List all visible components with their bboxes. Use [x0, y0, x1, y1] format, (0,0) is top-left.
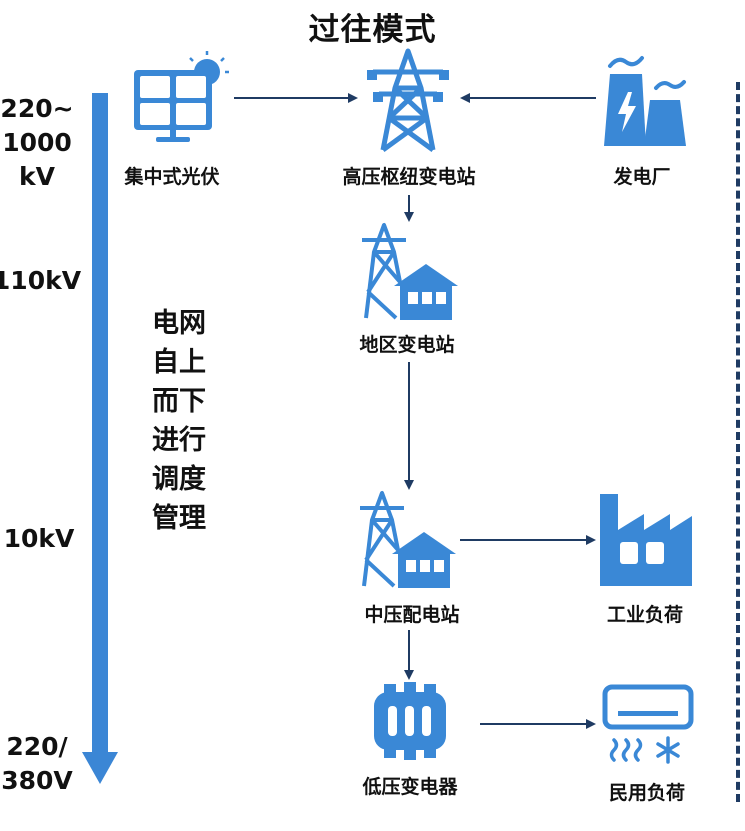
node-label-hub: 高压枢纽变电站	[342, 166, 476, 188]
node-label-regional: 地区变电站	[359, 334, 455, 356]
regional-substation-icon	[362, 223, 458, 320]
dispatch-management-label: 电网 自上 而下 进行 调度 管理	[152, 308, 206, 534]
voltage-scale-arrow	[82, 93, 118, 784]
transmission-tower-icon	[367, 48, 449, 153]
power-plant-icon	[604, 56, 686, 146]
factory-icon	[600, 494, 692, 586]
node-label-transformer: 低压变电器	[362, 776, 458, 798]
page-title: 过往模式	[308, 12, 437, 48]
node-label-solar: 集中式光伏	[124, 166, 220, 188]
solar-panel-icon	[134, 51, 229, 142]
voltage-label-10kv: 10kV	[3, 524, 75, 553]
dashed-divider	[736, 82, 740, 802]
air-conditioner-icon	[602, 684, 694, 764]
voltage-label-high: 220~ 1000 kV	[0, 94, 74, 191]
voltage-label-110kv: 110kV	[0, 266, 82, 295]
node-label-industrial: 工业负荷	[606, 604, 683, 626]
node-label-mid: 中压配电站	[364, 604, 460, 626]
node-label-plant: 发电厂	[613, 166, 671, 188]
node-label-residential: 民用负荷	[608, 782, 685, 804]
voltage-label-low: 220/ 380V	[1, 732, 73, 795]
distribution-station-icon	[360, 491, 456, 588]
transformer-icon	[374, 682, 446, 760]
